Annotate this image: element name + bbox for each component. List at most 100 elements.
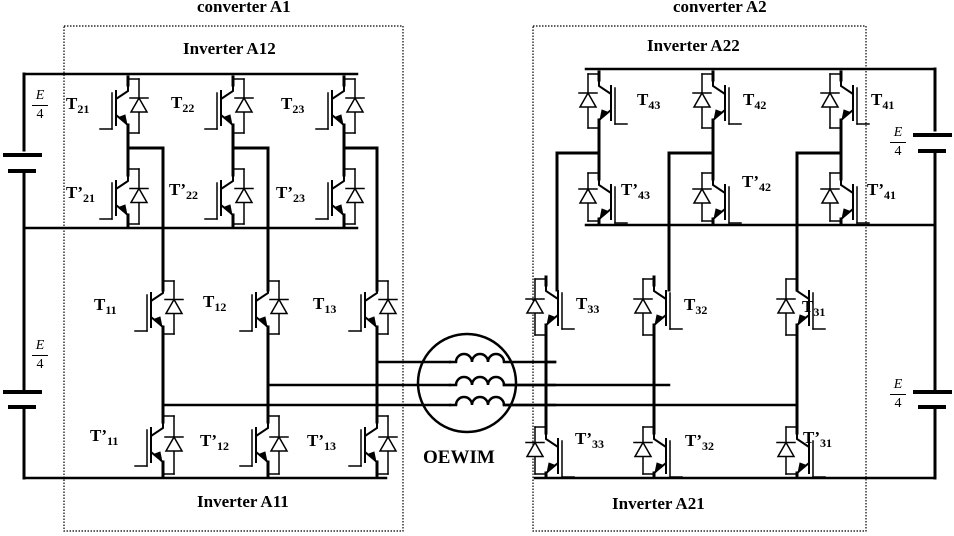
diode-icon	[378, 435, 398, 452]
diode-icon	[234, 186, 254, 204]
emitter-arrow	[259, 451, 268, 464]
coil	[454, 375, 506, 386]
wire	[598, 80, 612, 95]
switch-label: T33	[576, 294, 600, 316]
igbt-switch	[692, 70, 742, 132]
diode-icon	[345, 96, 365, 113]
diode-icon	[525, 297, 545, 314]
switch-label: T32	[684, 295, 708, 317]
emitter-arrow	[654, 462, 663, 475]
wire	[220, 85, 234, 100]
emitter-arrow	[154, 451, 163, 464]
switch-label: T’32	[685, 431, 715, 453]
diode-icon	[345, 186, 365, 204]
switch-label: T13	[313, 294, 337, 316]
switch-label: T23	[281, 94, 305, 116]
wire	[220, 175, 234, 190]
inverter-a12-title: Inverter A12	[183, 39, 276, 58]
igbt-switch	[239, 412, 289, 478]
switch-label: T43	[637, 90, 661, 112]
wire	[150, 422, 164, 437]
emitter-arrow	[154, 316, 163, 329]
igbt-switch	[99, 75, 149, 137]
wire	[255, 287, 269, 302]
switch-label: T’33	[575, 429, 605, 451]
wire	[150, 287, 164, 302]
wire	[331, 175, 345, 190]
diode-icon	[776, 297, 796, 314]
igbt-switch	[315, 75, 365, 137]
igbt-switch	[633, 275, 683, 339]
switch-label: T’21	[66, 183, 96, 205]
wire	[331, 85, 345, 100]
diode-icon	[692, 187, 712, 204]
switch-label: T’13	[307, 431, 337, 453]
inverter-a22-title: Inverter A22	[647, 36, 740, 55]
wire	[712, 179, 726, 194]
emitter-arrow	[119, 204, 128, 217]
igbt-switch	[348, 277, 398, 338]
switch-label: T’31	[803, 428, 833, 450]
emitter-arrow	[797, 314, 806, 327]
diode-icon	[378, 297, 398, 315]
winding-icon	[448, 352, 557, 364]
switch-label: T’11	[90, 426, 119, 448]
igbt-switch	[633, 423, 683, 478]
emitter-arrow	[797, 462, 806, 475]
igbt-switch	[776, 275, 826, 339]
igbt-switch	[315, 165, 365, 228]
igbt-switch	[204, 75, 254, 137]
diode-icon	[525, 440, 545, 458]
wire	[598, 179, 612, 194]
switch-label: T41	[871, 90, 895, 112]
inverter-a11-title: Inverter A11	[197, 492, 289, 511]
emitter-arrow	[224, 204, 233, 217]
wire	[712, 80, 726, 95]
igbt-switch	[578, 169, 628, 225]
switch-label: T22	[171, 93, 195, 115]
emitter-arrow	[713, 208, 722, 221]
wire	[653, 433, 667, 448]
wire	[115, 175, 129, 190]
emitter-arrow	[841, 109, 850, 122]
diode-icon	[578, 91, 598, 108]
wire	[255, 422, 269, 437]
diode-icon	[164, 435, 184, 452]
switch-label: T31	[802, 297, 826, 319]
igbt-switch	[578, 70, 628, 132]
diode-icon	[633, 297, 653, 314]
emitter-arrow	[599, 109, 608, 122]
igbt-switch	[239, 277, 289, 338]
emitter-arrow	[713, 109, 722, 122]
emitter-arrow	[841, 208, 850, 221]
diode-icon	[129, 186, 149, 204]
converter-a1-box	[63, 25, 404, 532]
converter-a1-title: converter A1	[197, 0, 291, 16]
switch-label: T’41	[867, 180, 897, 202]
igbt-switch	[692, 169, 742, 225]
wire	[653, 285, 667, 300]
emitter-arrow	[368, 316, 377, 329]
motor-label: OEWIM	[423, 447, 495, 468]
igbt-switch	[204, 165, 254, 228]
switch-label: T21	[66, 94, 90, 116]
wire	[115, 85, 129, 100]
wire	[364, 422, 378, 437]
diode-icon	[234, 96, 254, 113]
switch-label: T’12	[200, 431, 230, 453]
igbt-switch	[134, 277, 184, 338]
emitter-arrow	[335, 114, 344, 127]
emitter-arrow	[119, 114, 128, 127]
igbt-switch	[525, 423, 575, 478]
diode-icon	[776, 440, 796, 458]
switch-label: T11	[94, 295, 117, 317]
devices	[99, 70, 870, 478]
switch-label: T42	[743, 90, 767, 112]
wires	[3, 25, 952, 532]
inverter-a21-title: Inverter A21	[612, 494, 705, 513]
switch-label: T’43	[621, 180, 651, 202]
